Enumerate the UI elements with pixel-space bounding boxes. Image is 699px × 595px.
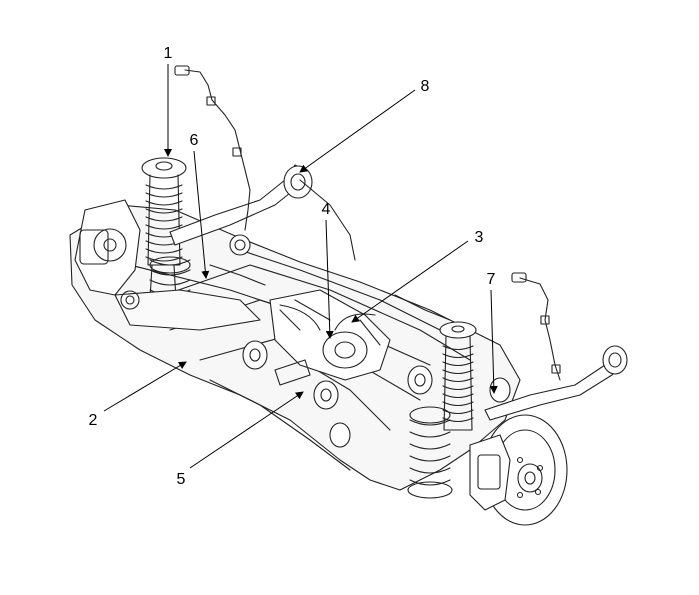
leader-line-5 — [189, 391, 304, 469]
trailing-arm — [209, 179, 451, 321]
left-speed-sensor-cable — [174, 65, 251, 231]
left-brake-assembly — [74, 199, 141, 296]
callout-5: 5 — [176, 471, 186, 488]
callout-3: 3 — [474, 229, 484, 246]
right-coil-spring — [407, 406, 453, 499]
right-upper-arm — [484, 345, 628, 421]
callout-1: 1 — [163, 45, 173, 62]
left-lower-arm — [114, 289, 261, 331]
leader-line-3 — [351, 240, 469, 323]
upper-arm — [169, 164, 313, 256]
left-coil-spring — [149, 256, 191, 296]
right-shock-absorber — [439, 321, 477, 431]
leader-line-4 — [325, 219, 334, 339]
leader-line-7 — [489, 289, 498, 394]
callout-4: 4 — [321, 201, 331, 218]
subframe-bushings — [242, 340, 433, 448]
leader-line-8 — [299, 89, 416, 173]
leader-line-2 — [103, 361, 187, 412]
right-brake-disc — [469, 414, 568, 526]
leader-line-6 — [193, 150, 210, 279]
callout-2: 2 — [88, 412, 98, 429]
callout-7: 7 — [486, 271, 496, 288]
callout-6: 6 — [189, 132, 199, 149]
right-speed-sensor-cable — [511, 272, 561, 381]
callout-8: 8 — [420, 78, 430, 95]
leader-lines — [103, 64, 498, 469]
